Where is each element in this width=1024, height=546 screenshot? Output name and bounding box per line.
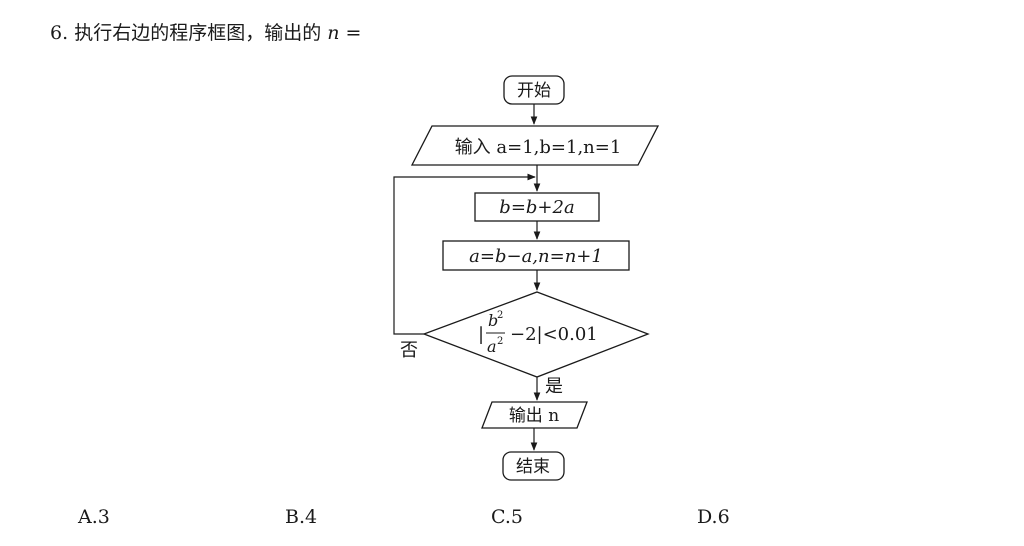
- yes-label: 是: [545, 376, 563, 397]
- decision-rest: −2|<0.01: [510, 324, 598, 345]
- decision-numerator: b: [488, 311, 498, 330]
- option-a[interactable]: A.3: [78, 506, 110, 528]
- start-label: 开始: [517, 81, 551, 101]
- input-box: [410, 125, 660, 166]
- option-d-letter: D.: [697, 506, 718, 528]
- assign-b-label: b=b+2a: [499, 197, 574, 218]
- decision-abs-open: |: [478, 324, 484, 345]
- end-terminal: [502, 451, 565, 481]
- assign-a-n-label: a=b−a,n=n+1: [469, 246, 603, 267]
- decision-denominator-exp: 2: [497, 336, 503, 347]
- no-label: 否: [400, 340, 418, 361]
- option-d-value: 6: [717, 506, 730, 528]
- output-label: 输出 n: [509, 406, 559, 426]
- question-text: 执行右边的程序框图，输出的: [74, 22, 322, 44]
- question-equals: =: [345, 22, 362, 44]
- end-label: 结束: [516, 457, 550, 477]
- assign-a-n-box: [442, 240, 630, 271]
- decision-numerator-exp: 2: [497, 310, 503, 321]
- option-b-value: 4: [305, 506, 318, 528]
- no-loop-line: [393, 173, 536, 335]
- input-label: 输入 a=1,b=1,n=1: [455, 137, 622, 158]
- option-c-letter: C.: [491, 506, 511, 528]
- question-variable: n: [327, 22, 340, 44]
- option-a-letter: A.: [78, 506, 98, 528]
- decision-denominator: a: [487, 337, 497, 356]
- option-c[interactable]: C.5: [491, 506, 523, 528]
- question-number: 6.: [50, 22, 69, 44]
- output-box: [481, 401, 588, 429]
- option-a-value: 3: [97, 506, 110, 528]
- option-d[interactable]: D.6: [697, 506, 730, 528]
- option-b-letter: B.: [285, 506, 306, 528]
- question-stem: 6. 执行右边的程序框图，输出的 n =: [50, 18, 361, 45]
- option-c-value: 5: [510, 506, 523, 528]
- option-b[interactable]: B.4: [285, 506, 317, 528]
